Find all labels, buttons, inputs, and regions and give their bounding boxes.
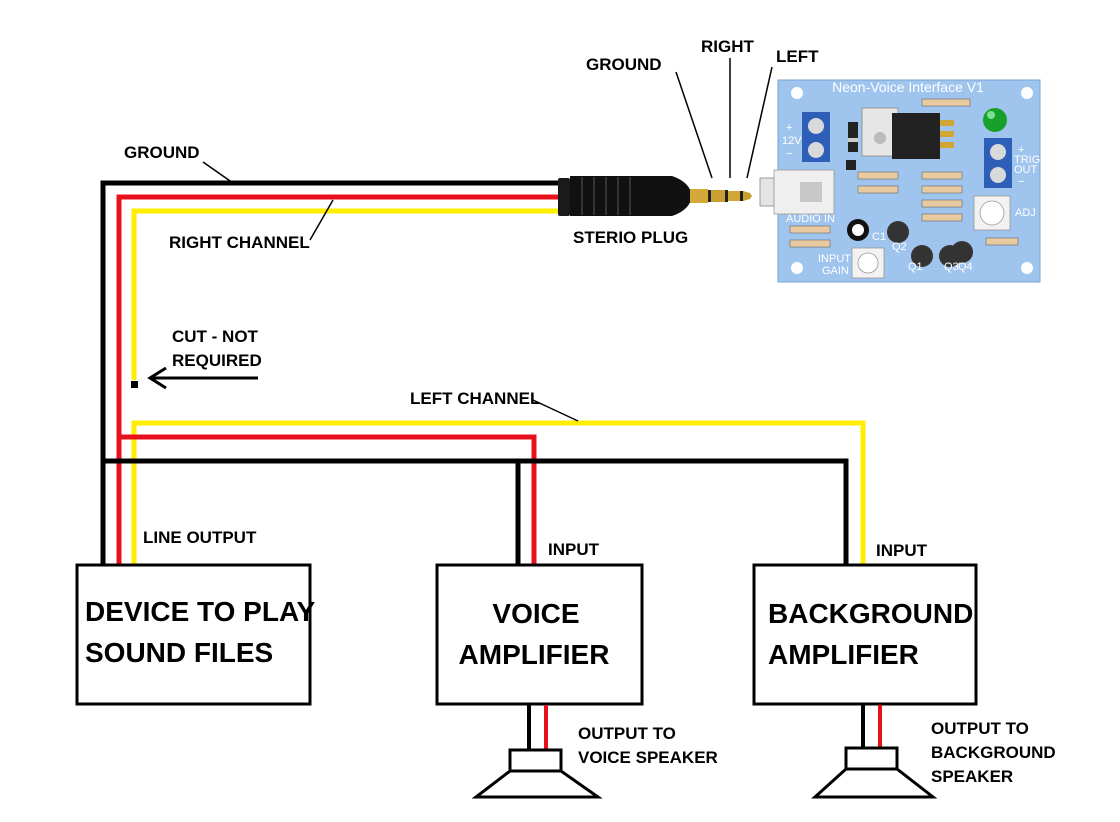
pcb-plus-left: + <box>786 122 792 134</box>
label-voice-output-1: OUTPUT TO <box>578 724 676 743</box>
label-bg-input: INPUT <box>876 541 928 560</box>
pcb-gain: GAIN <box>822 265 849 277</box>
label-bg-output-3: SPEAKER <box>931 767 1013 786</box>
label-bg-output-1: OUTPUT TO <box>931 719 1029 738</box>
stereo-plug <box>558 176 752 216</box>
bg-amp-line2: AMPLIFIER <box>768 639 919 670</box>
right-channel-wire <box>116 194 565 565</box>
cut-end <box>131 381 138 388</box>
pcb-minus-right: − <box>1018 176 1024 188</box>
label-ground-wire: GROUND <box>124 143 200 162</box>
label-stereo-plug: STERIO PLUG <box>573 228 688 247</box>
label-voice-input: INPUT <box>548 540 600 559</box>
pcb-trig: TRIG <box>1014 154 1040 166</box>
cut-wire <box>131 208 565 380</box>
pcb-adj: ADJ <box>1015 207 1036 219</box>
voice-red-wire <box>119 434 537 565</box>
label-ground-top: GROUND <box>586 55 662 74</box>
ground-wire <box>100 180 565 565</box>
pcb-q2: Q2 <box>892 241 907 253</box>
device-box-line2: SOUND FILES <box>85 637 273 668</box>
ground-bus-wire <box>103 458 849 565</box>
pcb-minus-left: − <box>786 148 792 160</box>
label-voice-output-2: VOICE SPEAKER <box>578 748 718 767</box>
cut-arrow <box>147 366 258 390</box>
pcb-out: OUT <box>1014 164 1038 176</box>
pcb-q3: Q3 <box>944 261 959 273</box>
label-bg-output-2: BACKGROUND <box>931 743 1056 762</box>
device-box-line1: DEVICE TO PLAY <box>85 596 316 627</box>
label-right-channel: RIGHT CHANNEL <box>169 233 310 252</box>
pcb-q1: Q1 <box>908 261 923 273</box>
voice-amp-box: VOICE AMPLIFIER <box>435 563 644 706</box>
bg-amp-box: BACKGROUND AMPLIFIER <box>752 563 978 706</box>
pcb-audio-in: AUDIO IN <box>786 213 835 225</box>
pcb-title: Neon-Voice Interface V1 <box>832 79 984 95</box>
pcb-plus-right: + <box>1018 144 1024 156</box>
pcb-board: Neon-Voice Interface V1 + 12V − + TRIG O… <box>759 79 1041 283</box>
bg-amp-line1: BACKGROUND <box>768 598 973 629</box>
pcb-c1: C1 <box>872 231 886 243</box>
leader-lines <box>202 58 773 422</box>
pcb-input: INPUT <box>818 253 851 265</box>
left-channel-wire <box>131 420 866 565</box>
voice-speaker <box>471 705 603 799</box>
label-right-top: RIGHT <box>701 37 755 56</box>
label-left-top: LEFT <box>776 47 819 66</box>
label-cut-2: REQUIRED <box>172 351 262 370</box>
device-box: DEVICE TO PLAY SOUND FILES <box>75 563 316 706</box>
label-left-channel: LEFT CHANNEL <box>410 389 540 408</box>
pcb-q4: Q4 <box>958 261 973 273</box>
voice-amp-line1: VOICE <box>492 598 579 629</box>
label-cut-1: CUT - NOT <box>172 327 259 346</box>
background-speaker <box>811 705 938 799</box>
label-line-output: LINE OUTPUT <box>143 528 257 547</box>
voice-amp-line2: AMPLIFIER <box>459 639 610 670</box>
wiring <box>100 180 866 565</box>
pcb-12v: 12V <box>782 135 802 147</box>
